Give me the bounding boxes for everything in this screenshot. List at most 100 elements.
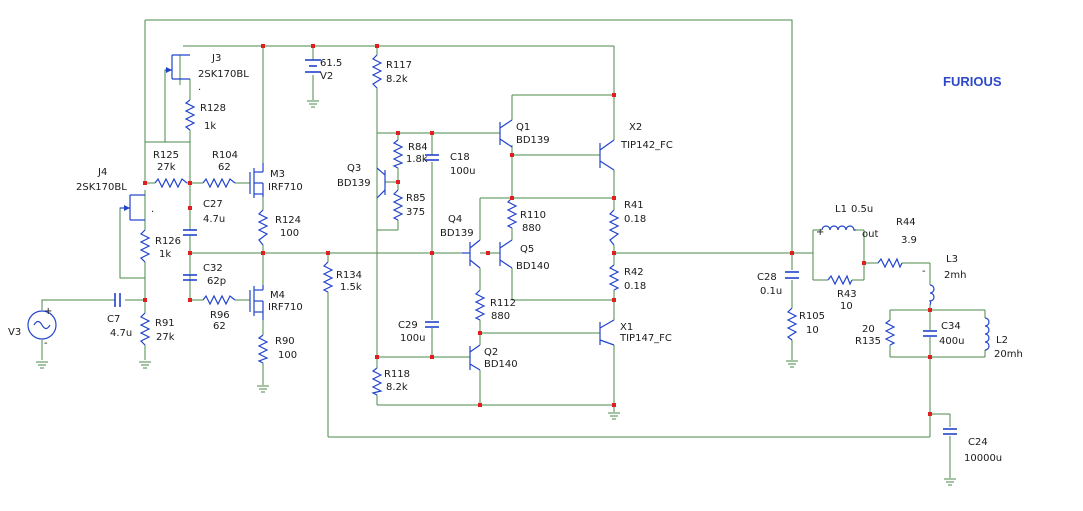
r44-value: 3.9 — [901, 235, 917, 246]
jfet-j4 — [120, 194, 145, 221]
bjt-q1 — [499, 119, 513, 148]
r126-value: 1k — [159, 249, 171, 260]
r126-ref: R126 — [155, 236, 181, 247]
r91-ref: R91 — [155, 318, 175, 329]
bjt-q3 — [376, 167, 386, 199]
resistor-r134 — [322, 261, 334, 293]
l1-ref: L1 — [835, 204, 847, 215]
r41-ref: R41 — [624, 200, 644, 211]
v2-ref: V2 — [320, 71, 333, 82]
v3-minus: - — [44, 338, 48, 349]
r43-ref: R43 — [837, 289, 857, 300]
v3-plus: + — [44, 306, 52, 317]
x2-ref: X2 — [629, 122, 642, 133]
jfet-j3 — [165, 54, 190, 80]
inductors — [821, 225, 990, 351]
l2-ref: L2 — [996, 335, 1008, 346]
r85-ref: R85 — [406, 193, 426, 204]
wires — [41, 19, 986, 478]
resistor-r126 — [139, 229, 151, 263]
capacitor-c28 — [785, 271, 799, 279]
c34-value: 400u — [939, 336, 964, 347]
source-v2 — [305, 59, 321, 73]
resistor-r112 — [474, 289, 486, 321]
c29-value: 100u — [400, 333, 425, 344]
v3-ref: V3 — [8, 327, 21, 338]
c18-value: 100u — [450, 166, 475, 177]
resistor-r117 — [371, 54, 383, 89]
capacitor-c27 — [183, 229, 197, 253]
capacitor-c34 — [923, 330, 937, 337]
resistor-r84 — [392, 139, 404, 169]
resistor-r44 — [877, 257, 903, 269]
resistor-r125 — [154, 177, 188, 189]
l1-out-label: out — [862, 229, 878, 240]
r84-ref: R84 — [408, 142, 428, 153]
c18-ref: C18 — [450, 152, 470, 163]
junction-nodes — [143, 44, 932, 416]
inductor-l3 — [928, 284, 935, 306]
c7-ref: C7 — [107, 314, 120, 325]
resistor-r90 — [257, 334, 269, 364]
q5-value: BD140 — [516, 261, 550, 272]
j4-value: 2SK170BL — [76, 182, 127, 193]
r41-value: 0.18 — [624, 214, 646, 225]
j3-value: 2SK170BL — [198, 69, 249, 80]
m3-ref: M3 — [270, 169, 285, 180]
r128-ref: R128 — [200, 103, 226, 114]
c34-ref: C34 — [941, 321, 961, 332]
q3-value: BD139 — [337, 178, 371, 189]
resistor-r124 — [257, 209, 269, 246]
transistors — [120, 54, 615, 371]
x1-value: TIP147_FC — [619, 333, 672, 344]
j3-dot: . — [198, 82, 201, 93]
l2-value: 20mh — [994, 349, 1023, 360]
resistor-r110 — [506, 197, 518, 229]
r134-ref: R134 — [336, 270, 362, 281]
capacitor-c29 — [425, 321, 439, 328]
capacitor-c7 — [114, 293, 121, 307]
resistor-r91 — [139, 312, 151, 346]
v2-value: 61.5 — [320, 58, 342, 69]
ground-symbols — [36, 100, 956, 486]
q1-value: BD139 — [516, 135, 550, 146]
q3-ref: Q3 — [347, 163, 361, 174]
resistor-r135 — [884, 319, 896, 346]
component-labels: FURIOUS J3 2SK170BL . R128 1k J4 2SK170B… — [8, 53, 1023, 464]
darlington-x2 — [599, 139, 615, 171]
r125-ref: R125 — [153, 150, 179, 161]
darlington-x1 — [599, 319, 615, 346]
r105-value: 10 — [806, 325, 819, 336]
c27-ref: C27 — [203, 199, 223, 210]
c29-ref: C29 — [398, 320, 418, 331]
resistor-r96 — [202, 294, 236, 306]
r118-value: 8.2k — [386, 382, 408, 393]
r135-value: 20 — [862, 324, 875, 335]
r134-value: 1.5k — [340, 282, 362, 293]
resistor-r41 — [608, 209, 620, 246]
r105-ref: R105 — [799, 311, 825, 322]
r135-ref: R135 — [855, 336, 881, 347]
r43-value: 10 — [840, 301, 853, 312]
m4-value: IRF710 — [268, 302, 303, 313]
r42-ref: R42 — [624, 267, 644, 278]
bjt-q5 — [499, 239, 513, 269]
r117-ref: R117 — [386, 60, 412, 71]
r124-value: 100 — [280, 228, 299, 239]
q2-ref: Q2 — [484, 347, 498, 358]
l1-plus: + — [816, 227, 824, 238]
c28-value: 0.1u — [760, 286, 782, 297]
resistor-r43 — [827, 274, 853, 286]
c32-ref: C32 — [203, 263, 223, 274]
q1-ref: Q1 — [516, 122, 530, 133]
r44-ref: R44 — [896, 217, 916, 228]
l3-ref: L3 — [946, 254, 958, 265]
c27-value: 4.7u — [203, 214, 225, 225]
mosfet-m3 — [249, 163, 264, 198]
q5-ref: Q5 — [520, 244, 534, 255]
mosfet-m4 — [249, 285, 264, 320]
resistors — [139, 54, 903, 396]
capacitors — [114, 154, 957, 435]
l1-value: 0.5u — [851, 204, 873, 215]
